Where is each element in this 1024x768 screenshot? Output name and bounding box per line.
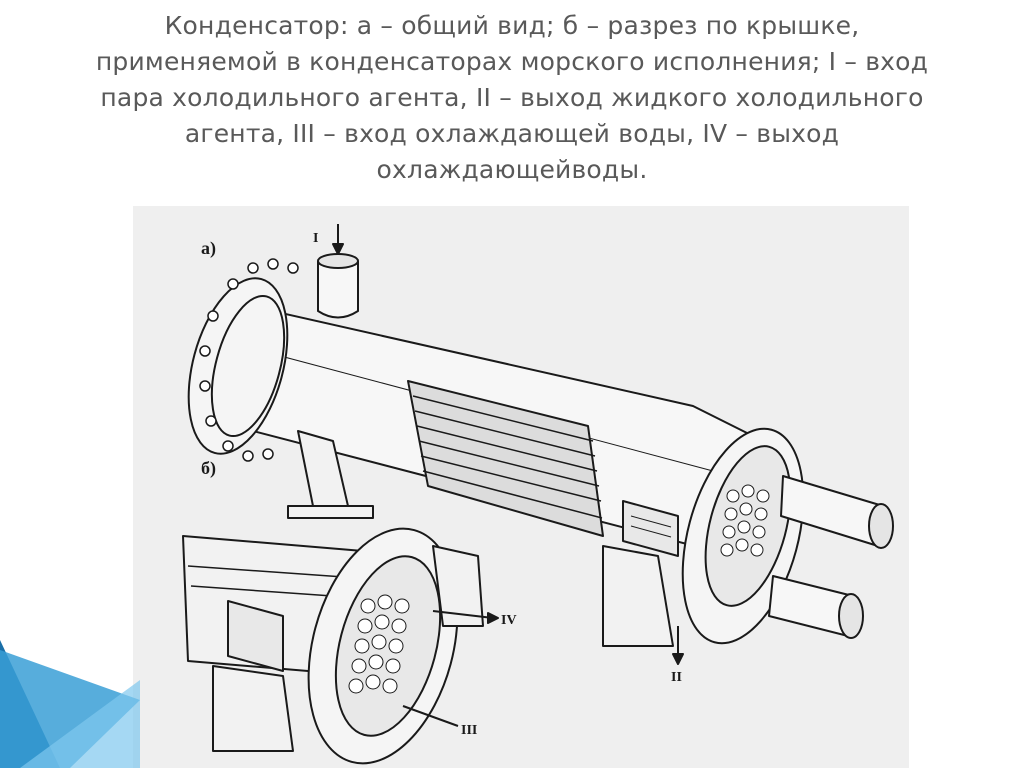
inlet-leader-III	[402, 705, 459, 727]
condenser-drawing: а) б) I II III IV	[182, 224, 894, 765]
marker-III: III	[461, 723, 477, 738]
slide-title: Конденсатор: а – общий вид; б – разрез п…	[40, 8, 984, 188]
marker-I: I	[313, 231, 318, 246]
marker-IV: IV	[501, 613, 517, 628]
liquid-outlet-arrow	[672, 626, 684, 665]
title-line-2: применяемой в конденсаторах морского исп…	[95, 47, 929, 76]
corner-shape-mid	[0, 650, 140, 768]
corner-shape-light	[20, 680, 140, 768]
tube-sheet-holes	[720, 484, 770, 557]
title-line-4: агента, III – вход охлаждающей воды, IV …	[184, 119, 840, 148]
label-view-a: а)	[201, 238, 216, 259]
slide-corner-decoration	[0, 640, 140, 768]
marker-II: II	[671, 670, 682, 685]
condenser-illustration: а) б) I II III IV	[133, 206, 909, 768]
support-legs	[287, 430, 674, 647]
section-view-nameplate	[227, 600, 284, 672]
section-view-holes	[348, 594, 410, 694]
left-flange	[187, 277, 289, 455]
label-view-b: б)	[201, 458, 216, 479]
nameplate	[622, 500, 679, 557]
steam-inlet-pipe	[317, 224, 359, 319]
title-line-5: охлаждающейводы.	[376, 155, 648, 184]
title-line-1: Конденсатор: а – общий вид; б – разрез п…	[164, 11, 860, 40]
section-view-support	[212, 665, 294, 752]
tube-bundle	[407, 380, 604, 537]
outlet-arrow-IV	[432, 610, 499, 624]
water-nozzles	[768, 475, 894, 639]
left-flange-bolts	[199, 258, 299, 462]
title-line-3: пара холодильного агента, II – выход жид…	[100, 83, 924, 112]
